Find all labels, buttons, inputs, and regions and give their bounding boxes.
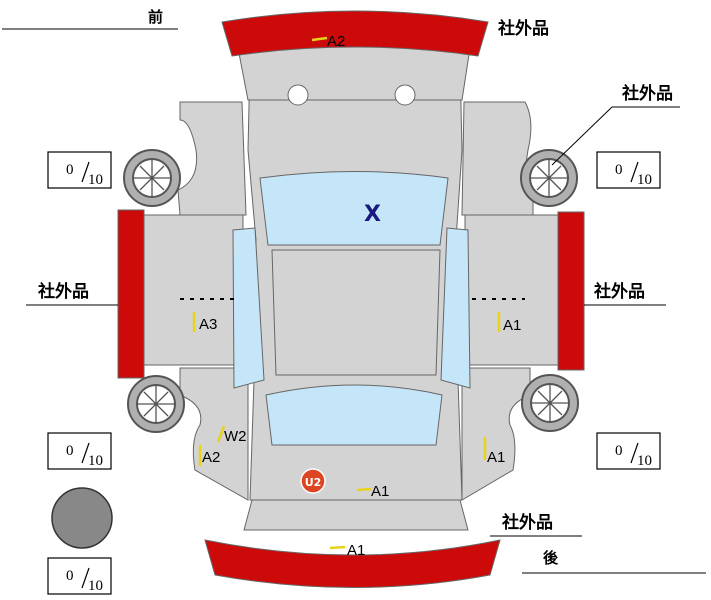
rear-left-wheel bbox=[127, 375, 185, 433]
rear-panel bbox=[243, 499, 469, 531]
left-headlight bbox=[287, 84, 309, 106]
score-value: 0 bbox=[66, 443, 74, 459]
glass-areas bbox=[232, 171, 471, 446]
rear-right-wheel bbox=[521, 374, 579, 432]
spare-tire-icon bbox=[51, 487, 113, 549]
score-max: 10 bbox=[637, 172, 652, 188]
front-direction-label: 前 bbox=[148, 8, 163, 26]
score-value: 0 bbox=[615, 443, 623, 459]
mark-left-rear-door bbox=[216, 425, 226, 443]
front-bumper-part bbox=[221, 10, 489, 57]
left-side-panel bbox=[132, 214, 244, 366]
score-max: 10 bbox=[88, 578, 103, 594]
score-max: 10 bbox=[88, 172, 103, 188]
score-max: 10 bbox=[637, 453, 652, 469]
rear-right-fender bbox=[461, 367, 531, 501]
score-box-front-left: 0 10 bbox=[47, 151, 112, 189]
code-windshield: X bbox=[364, 202, 381, 227]
front-right-leader-d bbox=[551, 106, 613, 166]
rear-bumper-aftermarket-label: 社外品 bbox=[501, 512, 553, 533]
roof bbox=[271, 249, 441, 376]
left-side-part bbox=[117, 209, 145, 379]
code-right-quarter: A1 bbox=[487, 449, 505, 466]
score-value: 0 bbox=[615, 162, 623, 178]
right-side-window bbox=[440, 227, 471, 389]
score-box-rear-left: 0 10 bbox=[47, 432, 112, 470]
rear-window bbox=[265, 384, 443, 446]
left-side-aftermarket-label: 社外品 bbox=[37, 281, 89, 302]
left-side-window bbox=[232, 227, 265, 389]
score-box-spare: 0 10 bbox=[47, 557, 112, 595]
front-left-wheel bbox=[123, 149, 181, 207]
front-right-fender bbox=[461, 101, 534, 216]
right-side-panel bbox=[464, 214, 576, 366]
front-left-fender bbox=[177, 101, 247, 216]
code-left-rear-door: W2 bbox=[224, 428, 247, 445]
right-side-part bbox=[557, 211, 585, 371]
rear-bumper-part bbox=[204, 539, 501, 588]
right-headlight bbox=[394, 84, 416, 106]
mark-trunk bbox=[356, 487, 372, 492]
trunk-badge-label: U2 bbox=[305, 476, 322, 489]
front-right-aftermarket-label: 社外品 bbox=[621, 83, 673, 104]
rear-left-fender bbox=[179, 367, 249, 501]
code-left-rocker: A3 bbox=[199, 316, 217, 333]
front-bumper-aftermarket-label: 社外品 bbox=[497, 18, 549, 39]
score-max: 10 bbox=[88, 453, 103, 469]
score-box-front-right: 0 10 bbox=[596, 151, 661, 189]
mark-front-bumper bbox=[311, 36, 328, 42]
windshield bbox=[259, 171, 449, 246]
score-value: 0 bbox=[66, 568, 74, 584]
trunk-badge: U2 bbox=[300, 468, 326, 494]
rear-direction-label: 後 bbox=[542, 549, 559, 567]
wheels bbox=[123, 149, 579, 433]
right-side-aftermarket-label: 社外品 bbox=[593, 281, 645, 302]
score-value: 0 bbox=[66, 162, 74, 178]
score-box-rear-right: 0 10 bbox=[596, 432, 661, 470]
code-left-quarter: A2 bbox=[202, 449, 220, 466]
code-rear-bumper: A1 bbox=[347, 542, 365, 559]
aftermarket-parts bbox=[117, 10, 585, 588]
code-trunk: A1 bbox=[371, 483, 389, 500]
code-right-rocker: A1 bbox=[503, 317, 521, 334]
front-right-wheel bbox=[520, 149, 578, 207]
code-front-bumper: A2 bbox=[327, 33, 345, 50]
mark-rear-bumper bbox=[329, 545, 346, 550]
damage-marks bbox=[192, 36, 501, 550]
